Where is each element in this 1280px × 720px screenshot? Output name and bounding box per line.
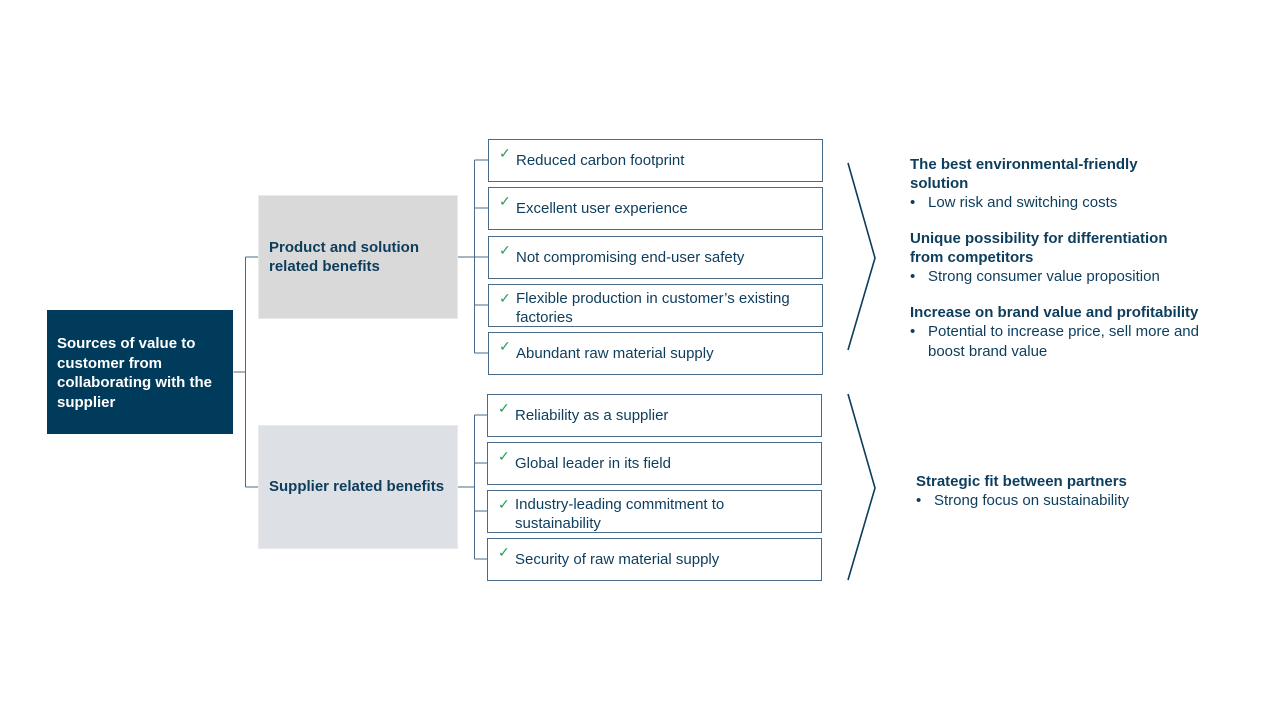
outcome-title: Strategic fit between partners (916, 473, 1127, 490)
category-label: Supplier related benefits (269, 478, 445, 496)
outcome-block: Strategic fit between partners • Strong … (916, 472, 1216, 511)
benefit-item-label: Security of raw material supply (515, 551, 720, 568)
benefit-item-label: Excellent user experience (516, 200, 688, 217)
checkmark-icon: ✓ (498, 496, 510, 512)
outcome-bullet-text: Low risk and switching costs (928, 194, 1118, 211)
root-label: Sources of value to customer from collab… (57, 335, 213, 411)
root-node: Sources of value to customer from collab… (47, 310, 233, 434)
benefit-item: ✓ Flexible production in customer’s exis… (488, 284, 823, 327)
benefit-item-label: Reduced carbon footprint (516, 152, 685, 169)
bullet-icon: • (910, 323, 916, 340)
category-2-connector (458, 414, 488, 560)
outcome-bullet-text: Potential to increase price, sell more a… (928, 323, 1199, 360)
checkmark-icon: ✓ (498, 400, 510, 416)
outcome-bullet: • Strong focus on sustainability (916, 491, 1216, 511)
benefit-item: ✓ Industry-leading commitment to sustain… (487, 490, 822, 533)
benefit-item-label: Reliability as a supplier (515, 407, 669, 424)
bracket-chevron-2 (847, 393, 876, 581)
benefit-item-label: Not compromising end-user safety (516, 249, 745, 266)
checkmark-icon: ✓ (499, 290, 511, 306)
benefit-item: ✓ Reliability as a supplier (487, 394, 822, 437)
outcome-bullet: • Strong consumer value proposition (910, 267, 1230, 287)
category-1-connector (458, 159, 488, 354)
benefit-item-label: Global leader in its field (515, 455, 671, 472)
outcome-block: Increase on brand value and profitabilit… (910, 303, 1230, 361)
outcome-title: Increase on brand value and profitabilit… (910, 304, 1199, 321)
benefit-item-label: Flexible production in customer’s existi… (516, 290, 790, 326)
checkmark-icon: ✓ (499, 242, 511, 258)
outcome-bullet: • Low risk and switching costs (910, 193, 1230, 213)
outcome-block: The best environmental-friendly solution… (910, 155, 1230, 213)
checkmark-icon: ✓ (498, 544, 510, 560)
outcome-title: Unique possibility for differentiation f… (910, 230, 1168, 266)
benefit-item-label: Abundant raw material supply (516, 345, 714, 362)
bullet-icon: • (910, 268, 916, 285)
benefit-item-label: Industry-leading commitment to sustainab… (515, 496, 725, 532)
benefit-item: ✓ Not compromising end-user safety (488, 236, 823, 279)
checkmark-icon: ✓ (499, 193, 511, 209)
outcome-bullet-text: Strong focus on sustainability (934, 492, 1130, 509)
bracket-chevron-1 (847, 162, 876, 351)
checkmark-icon: ✓ (498, 448, 510, 464)
checkmark-icon: ✓ (499, 145, 511, 161)
checkmark-icon: ✓ (499, 338, 511, 354)
benefit-item: ✓ Excellent user experience (488, 187, 823, 230)
bullet-icon: • (910, 194, 916, 211)
bullet-icon: • (916, 492, 922, 509)
outcome-bullet: • Potential to increase price, sell more… (910, 322, 1228, 361)
outcome-bullet-text: Strong consumer value proposition (928, 268, 1160, 285)
category-product-solution: Product and solution related benefits (258, 195, 458, 319)
outcome-block: Unique possibility for differentiation f… (910, 229, 1230, 287)
outcome-title: The best environmental-friendly solution (910, 156, 1138, 192)
benefit-item: ✓ Global leader in its field (487, 442, 822, 485)
benefit-item: ✓ Security of raw material supply (487, 538, 822, 581)
category-supplier: Supplier related benefits (258, 425, 458, 549)
category-label: Product and solution related benefits (269, 238, 419, 276)
benefit-item: ✓ Reduced carbon footprint (488, 139, 823, 182)
benefit-item: ✓ Abundant raw material supply (488, 332, 823, 375)
root-connector (233, 256, 258, 488)
